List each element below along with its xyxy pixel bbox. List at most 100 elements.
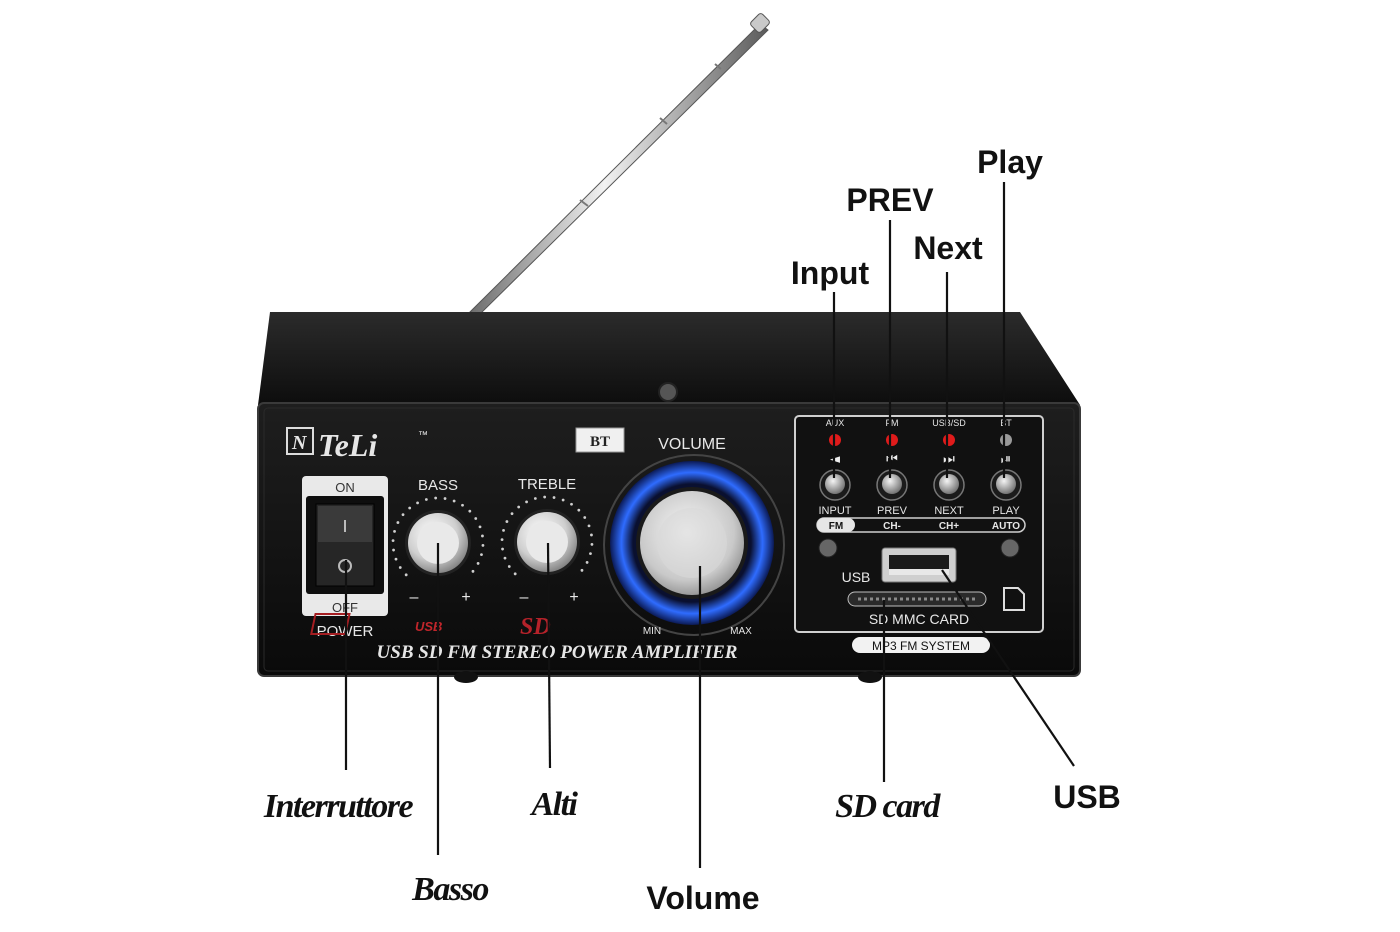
scale-dot — [580, 568, 584, 572]
scale-dot — [587, 524, 591, 528]
svg-text:TeLi: TeLi — [318, 427, 377, 463]
scale-dot — [517, 505, 521, 509]
scale-dot — [416, 501, 419, 505]
alti-leader — [546, 542, 552, 769]
scale-dot — [396, 521, 400, 524]
scale-dot — [590, 542, 594, 546]
callout-basso: Basso — [411, 871, 488, 908]
scale-dot — [394, 557, 398, 561]
callout-volume: Volume — [646, 880, 759, 916]
usb-port[interactable] — [881, 547, 957, 583]
bt-badge: BT — [575, 427, 625, 453]
volume-knob[interactable] — [603, 454, 785, 636]
scale-dot — [401, 513, 405, 517]
scale-dot — [577, 508, 581, 512]
treble-plus: + — [569, 589, 578, 606]
scale-dot — [507, 565, 511, 568]
antenna — [468, 13, 770, 315]
input-button[interactable] — [819, 469, 851, 501]
scale-dot — [476, 562, 480, 565]
scale-dot — [443, 497, 447, 500]
volume-min-label: MIN — [643, 626, 661, 637]
panel-screw-left-icon — [818, 538, 838, 558]
scale-dot — [590, 533, 593, 537]
mode-label-fm: FM — [886, 418, 899, 428]
sub-labels-bar — [816, 517, 1026, 533]
scale-dot — [391, 539, 395, 543]
callout-lines — [344, 182, 1075, 868]
prev-button[interactable] — [876, 469, 908, 501]
scale-dot — [561, 498, 565, 502]
sub-label-auto: AUTO — [992, 521, 1020, 532]
next-track-icon: ⏭ — [943, 452, 955, 467]
bass-label: BASS — [418, 477, 458, 494]
scale-dot — [408, 506, 412, 510]
prev-track-icon: ⏮ — [886, 452, 898, 467]
scale-dot — [471, 569, 475, 573]
treble-minus: – — [520, 589, 529, 606]
mp3-panel — [794, 415, 1044, 633]
sub-label-chminus: CH- — [883, 521, 901, 532]
scale-dot — [461, 503, 464, 507]
usb-logo: USB — [310, 613, 442, 635]
treble-knob[interactable] — [514, 509, 580, 575]
scale-dot — [543, 495, 547, 499]
scale-dot — [510, 512, 514, 516]
sub-label-fm: FM — [829, 521, 843, 532]
usb-port-label: USB — [842, 569, 871, 585]
scale-dot — [583, 516, 587, 519]
scale-dot — [478, 525, 482, 529]
svg-text:™: ™ — [418, 430, 428, 441]
scale-dot — [392, 548, 395, 552]
volume-max-label: MAX — [730, 626, 752, 637]
scale-dot — [501, 547, 504, 551]
sub-labels: FM CH- CH+ AUTO — [829, 521, 1021, 532]
scale-dot — [502, 528, 505, 532]
callout-sd-card: SD card — [835, 788, 941, 825]
callout-prev: PREV — [846, 182, 934, 218]
scale-dot — [533, 497, 537, 500]
treble-label: TREBLE — [518, 476, 576, 493]
scale-dot — [393, 529, 396, 533]
panel-screw-right-icon — [1000, 538, 1020, 558]
mode-led-icon — [943, 434, 955, 446]
scale-dot — [398, 566, 402, 569]
svg-text:USB: USB — [415, 619, 442, 634]
mode-label-usb-sd: USB/SD — [932, 418, 966, 428]
system-badge: MP3 FM SYSTEM — [852, 637, 990, 653]
callout-usb: USB — [1053, 779, 1121, 815]
play-button-label: PLAY — [992, 505, 1020, 517]
scale-dot — [474, 517, 478, 520]
scale-dot — [500, 538, 504, 542]
scale-dot — [585, 561, 589, 564]
play-button[interactable] — [990, 469, 1022, 501]
model-text: USB SD FM STEREO POWER AMPLIFIER — [377, 642, 738, 663]
scale-dot — [505, 520, 509, 523]
next-button[interactable] — [933, 469, 965, 501]
scale-dot — [481, 534, 484, 538]
mode-led-icon — [886, 434, 898, 446]
scale-dot — [452, 499, 456, 503]
scale-dot — [513, 572, 517, 576]
play-pause-icon: ⏯ — [1001, 452, 1011, 467]
scale-dot — [503, 556, 507, 560]
callout-interruttore: Interruttore — [263, 788, 414, 825]
svg-text:N: N — [291, 432, 308, 454]
power-on-label: ON — [335, 480, 355, 495]
bass-scale-dots — [391, 496, 485, 577]
next-button-label: NEXT — [934, 505, 964, 517]
callout-input: Input — [791, 255, 870, 291]
volume-label: VOLUME — [658, 436, 726, 453]
svg-text:BT: BT — [590, 434, 610, 450]
sub-label-chplus: CH+ — [939, 521, 959, 532]
scale-dot — [552, 496, 556, 499]
scale-dot — [480, 553, 483, 557]
sd-card-slot[interactable] — [847, 591, 987, 607]
scale-dot — [468, 509, 472, 513]
bass-minus: – — [410, 589, 419, 606]
sd-logo: SD — [520, 614, 551, 640]
callout-play: Play — [977, 144, 1043, 180]
input-button-label: INPUT — [819, 505, 852, 517]
power-switch[interactable]: ON OFF — [302, 476, 388, 616]
